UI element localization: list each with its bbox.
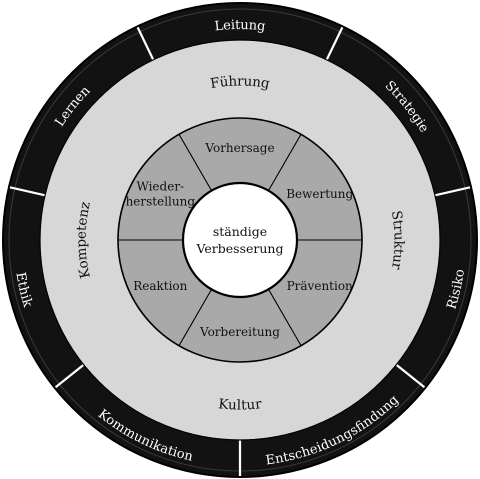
center-label-line1: ständige — [213, 224, 267, 239]
outer-segment-divider — [9, 186, 46, 197]
inner-label-vorbereitung: Vorbereitung — [199, 325, 280, 339]
middle-label-kompetenz: Kompetenz — [73, 200, 93, 280]
outer-segment-divider — [136, 26, 155, 61]
inner-label-wiederherstellung-line1: Wieder- — [136, 180, 184, 194]
outer-segment-divider — [325, 26, 344, 61]
inner-label-reaktion: Reaktion — [133, 279, 187, 293]
inner-label-vorhersage: Vorhersage — [204, 141, 274, 155]
middle-label-kultur: Kultur — [218, 396, 263, 413]
middle-label-struktur: Struktur — [388, 209, 407, 271]
inner-label-bewertung: Bewertung — [286, 187, 353, 201]
inner-label-wiederherstellung-line2: herstellung — [126, 195, 196, 209]
center-label-line2: Verbesserung — [196, 241, 284, 256]
outer-segment-divider — [395, 363, 426, 389]
inner-label-praevention: Prävention — [287, 279, 353, 293]
outer-segment-divider — [434, 186, 471, 197]
center-circle-shape — [181, 181, 299, 299]
inner-ring: VorhersageBewertungPräventionVorbereitun… — [117, 117, 363, 363]
inner-ring-border — [117, 117, 363, 363]
outer-label-leitung: Leitung — [214, 18, 266, 34]
outer-segment-divider — [54, 363, 85, 389]
middle-label-fuehrung: Führung — [209, 73, 271, 92]
